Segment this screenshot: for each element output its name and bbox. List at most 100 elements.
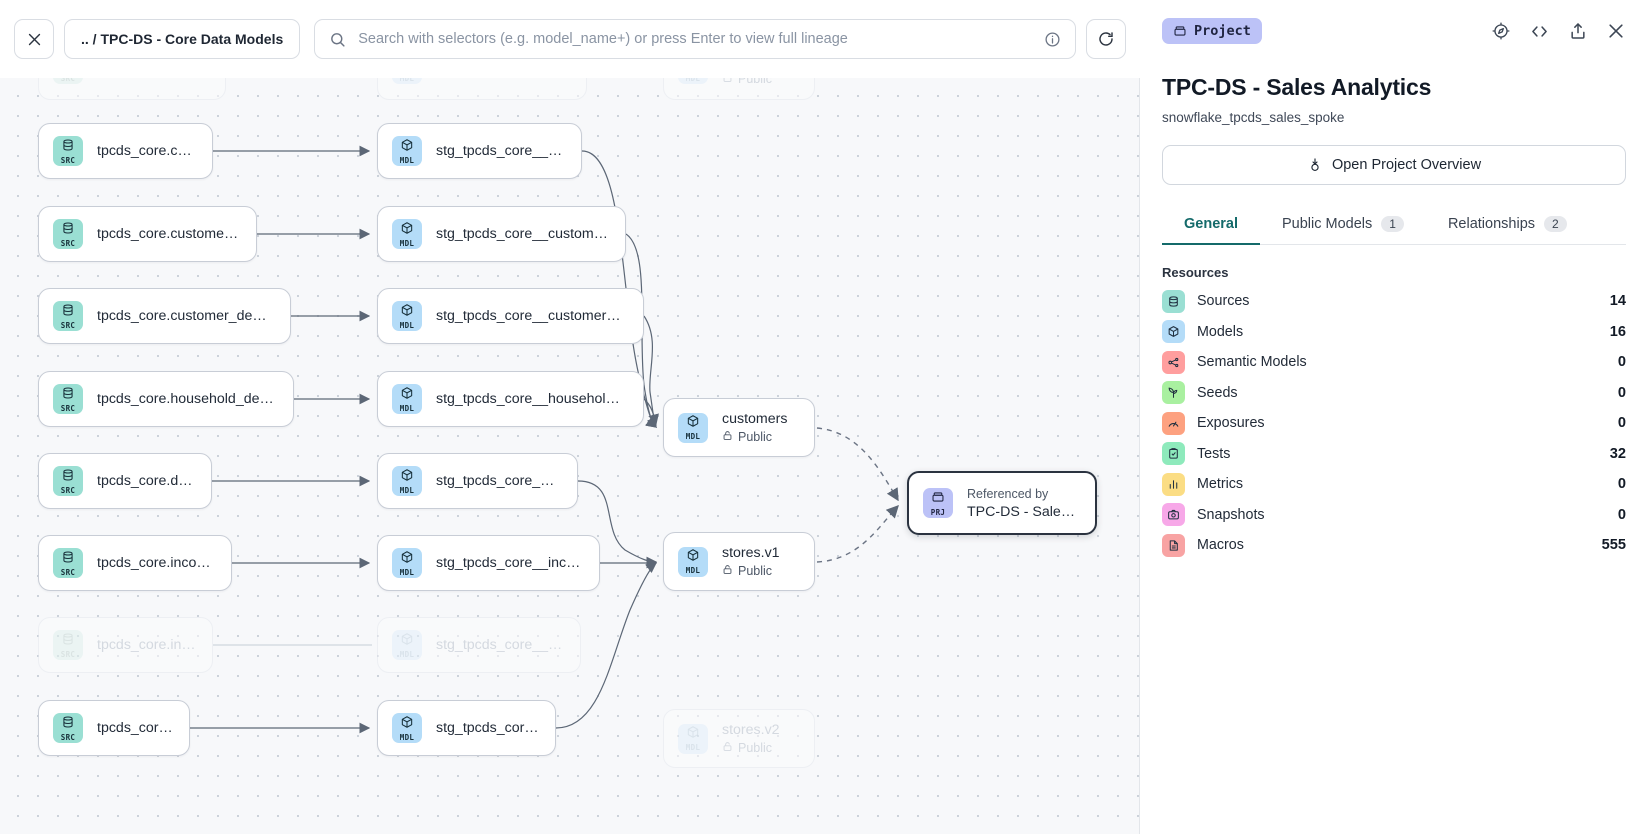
share-button[interactable] — [1568, 21, 1588, 41]
breadcrumb[interactable]: .. / TPC-DS - Core Data Models — [64, 19, 301, 59]
close-icon — [1609, 24, 1623, 38]
node-text: tpcds_core.inventory — [97, 637, 196, 653]
tab-general[interactable]: General — [1162, 207, 1260, 245]
details-panel: Project — [1140, 0, 1648, 834]
clipboard-check-icon — [1162, 442, 1185, 466]
info-icon[interactable] — [1044, 31, 1061, 48]
src-badge-icon: SRC — [53, 713, 83, 743]
node-visibility-badge: Public — [722, 430, 787, 444]
node-label: tpcds_core.household_demographics — [97, 391, 277, 407]
tab-public-models[interactable]: Public Models 1 — [1260, 207, 1426, 245]
mdl-badge-icon: MDL — [392, 630, 422, 660]
graph-node-mdl_income_band[interactable]: MDL stg_tpcds_core__income_band — [377, 535, 600, 591]
src-badge-icon: SRC — [53, 384, 83, 414]
graph-node-src_inventory[interactable]: SRC tpcds_core.inventory — [38, 617, 213, 673]
node-label: tpcds_core.customer_address — [97, 226, 240, 242]
resource-label: Semantic Models — [1197, 354, 1307, 371]
resources-heading: Resources — [1162, 265, 1229, 280]
graph-node-mdl_hh_demo[interactable]: MDLstg_tpcds_core__household_demogr… — [377, 371, 644, 427]
open-project-overview-button[interactable]: Open Project Overview — [1162, 145, 1626, 185]
tab-label: Public Models — [1282, 216, 1373, 232]
tab-label: Relationships — [1447, 216, 1536, 232]
src-badge-icon: SRC — [53, 630, 83, 660]
cube-icon — [1162, 320, 1185, 344]
resource-label: Seeds — [1197, 384, 1238, 401]
lineage-edges — [190, 68, 899, 734]
node-label: stg_tpcds_core__customer — [436, 143, 565, 159]
share-icon — [1571, 23, 1585, 39]
node-text: stg_tpcds_core__customer_demogra… — [436, 308, 627, 324]
resource-count: 555 — [1601, 537, 1626, 554]
resource-count: 0 — [1617, 506, 1626, 523]
src-badge-icon: SRC — [53, 219, 83, 249]
node-label: tpcds_core.customer — [97, 143, 196, 159]
mdl-badge-icon: MDL — [678, 546, 708, 577]
resource-count: 32 — [1609, 445, 1626, 462]
node-label: TPC-DS - Sales Analytics — [967, 503, 1079, 520]
tab-count-badge: 1 — [1381, 216, 1404, 232]
mdl-badge-icon: MDL — [392, 713, 422, 743]
node-visibility-badge: Public — [722, 741, 780, 755]
node-referenced-by-label: Referenced by — [967, 486, 1049, 501]
lineage-canvas[interactable]: SRCtpcds_core.call_centerMDLstg_tpcds_co… — [0, 0, 1140, 834]
close-panel-button[interactable] — [1606, 21, 1626, 41]
search-bar[interactable] — [314, 19, 1076, 59]
project-box-icon — [1174, 26, 1186, 36]
resource-count: 0 — [1617, 415, 1626, 432]
mdl-badge-icon: MDL — [392, 548, 422, 578]
graph-node-src_cust_addr[interactable]: SRC tpcds_core.customer_address — [38, 206, 257, 262]
mdl-badge-icon: MDL — [678, 723, 708, 754]
code-icon — [1532, 25, 1547, 37]
node-label: stores.v1 — [722, 545, 780, 561]
panel-header: Project — [1162, 16, 1626, 46]
graph-node-mdl_inventory[interactable]: MDL stg_tpcds_core__inventory — [377, 617, 581, 673]
lock-icon — [722, 430, 733, 444]
node-label: tpcds_core.inventory — [97, 637, 196, 653]
node-text: stg_tpcds_core__income_band — [436, 555, 583, 571]
close-lineage-button[interactable] — [14, 19, 54, 59]
page-title: TPC-DS - Sales Analytics — [1162, 74, 1432, 100]
panel-actions — [1491, 21, 1626, 42]
node-text: stg_tpcds_core__customer_address — [436, 226, 609, 242]
node-label: stg_tpcds_core__customer_demogra… — [436, 308, 627, 324]
seedling-icon — [1162, 381, 1185, 405]
explore-compass-button[interactable] — [1491, 21, 1511, 41]
resource-label: Metrics — [1197, 476, 1244, 493]
search-input[interactable] — [358, 31, 1032, 47]
node-label: stores.v2 — [722, 722, 780, 738]
database-icon — [1162, 289, 1185, 313]
node-text: tpcds_core.household_demographics — [97, 391, 277, 407]
graph-node-src_hh_demo[interactable]: SRC tpcds_core.household_demographics — [38, 371, 294, 427]
graph-node-mdl_cust_demo[interactable]: MDLstg_tpcds_core__customer_demogra… — [377, 288, 644, 344]
node-text: stg_tpcds_core__inventory — [436, 637, 564, 653]
view-code-button[interactable] — [1529, 21, 1550, 42]
tab-label: General — [1184, 216, 1238, 232]
refresh-button[interactable] — [1086, 19, 1126, 59]
